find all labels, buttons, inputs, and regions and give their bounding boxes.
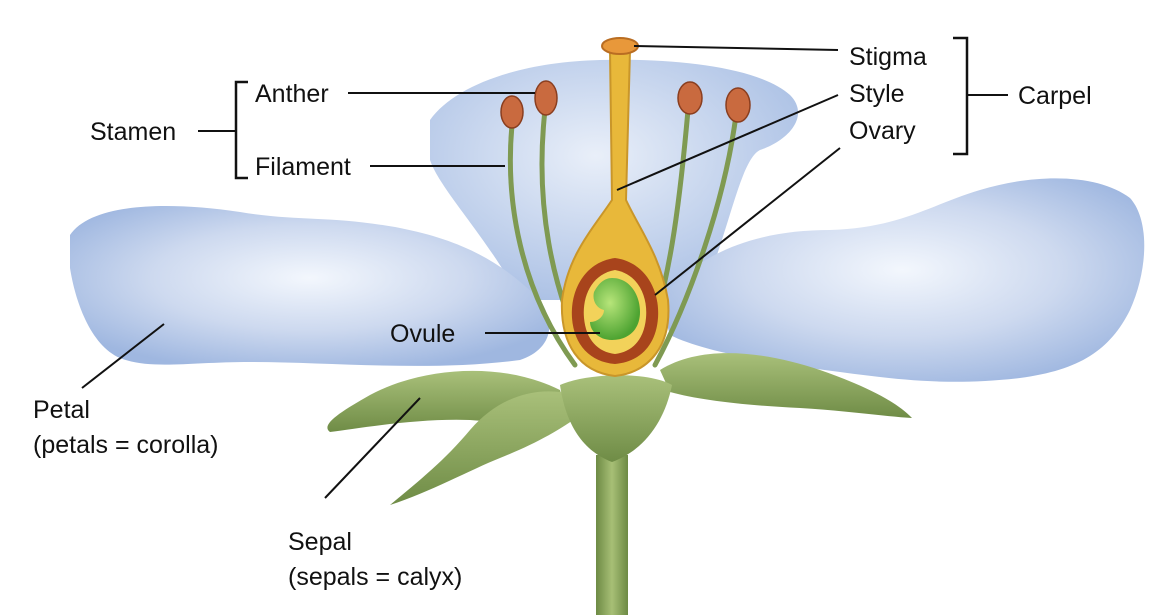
label-petal-note: (petals = corolla) (33, 431, 219, 459)
petal-right (660, 178, 1144, 381)
label-ovule: Ovule (390, 320, 455, 348)
leader-stigma (634, 46, 838, 50)
label-carpel: Carpel (1018, 82, 1092, 110)
stigma-shape (602, 38, 638, 54)
stem (596, 455, 628, 615)
label-style: Style (849, 80, 905, 108)
receptacle (560, 375, 672, 462)
stamen-bracket (236, 82, 248, 178)
label-sepal: Sepal (288, 528, 352, 556)
label-ovary: Ovary (849, 117, 916, 145)
label-stamen: Stamen (90, 118, 176, 146)
carpel-bracket (953, 38, 967, 154)
label-sepal-note: (sepals = calyx) (288, 563, 462, 591)
label-anther: Anther (255, 80, 329, 108)
label-filament: Filament (255, 153, 351, 181)
label-stigma: Stigma (849, 43, 927, 71)
label-petal: Petal (33, 396, 90, 424)
